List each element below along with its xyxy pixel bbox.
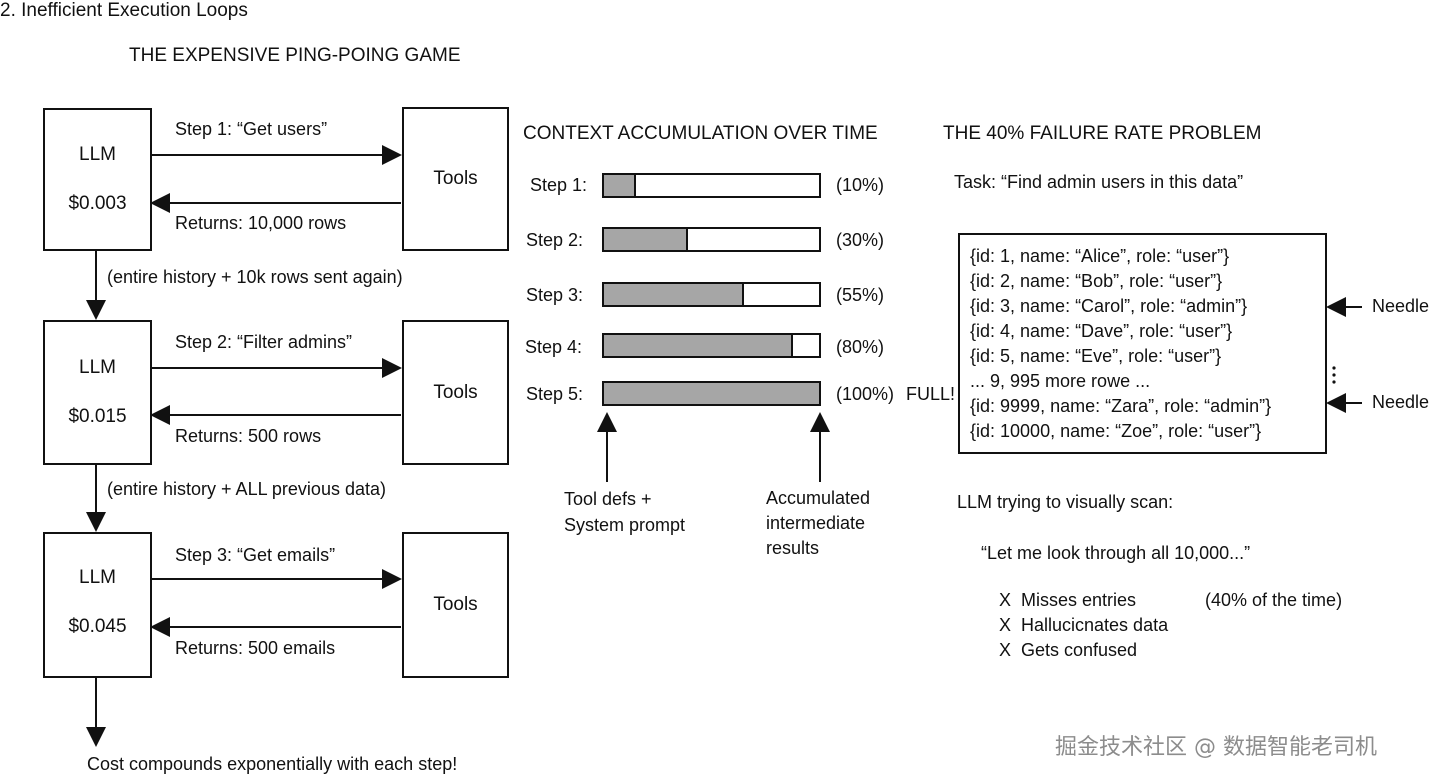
- failure-item: Gets confused: [1021, 640, 1138, 660]
- ellipsis-dot: [1332, 380, 1336, 384]
- record-line: ... 9, 995 more rowe ...: [970, 371, 1151, 391]
- failure-mark: X: [999, 640, 1012, 660]
- step-label: Step 1:: [530, 175, 588, 195]
- step-label: Step 3:: [526, 285, 584, 305]
- request-label-1: Step 1: “Get users”: [175, 119, 328, 139]
- context-fill: [604, 229, 688, 250]
- cost-footer: Cost compounds exponentially with each s…: [87, 754, 458, 774]
- annotation-line: Tool defs +: [564, 489, 652, 509]
- record-line: {id: 3, name: “Carol”, role: “admin”}: [970, 296, 1248, 316]
- tools-label: Tools: [433, 381, 478, 403]
- needle-label: Needle: [1372, 392, 1430, 412]
- task-label: Task: “Find admin users in this data”: [954, 172, 1244, 192]
- section-title: 2. Inefficient Execution Loops: [0, 0, 248, 21]
- failure-item: Misses entries: [1021, 590, 1137, 610]
- llm-box-1: LLM $0.003: [43, 108, 152, 251]
- step-label: Step 5:: [526, 384, 584, 404]
- context-fill: [604, 383, 819, 404]
- tools-label: Tools: [433, 168, 478, 189]
- context-fill: [604, 175, 637, 196]
- context-bar: [602, 381, 821, 406]
- annotation-line: intermediate: [766, 513, 866, 533]
- step-label: Step 4:: [525, 337, 583, 357]
- step-percent: (30%): [836, 230, 885, 250]
- record-line: {id: 5, name: “Eve”, role: “user”}: [970, 346, 1222, 366]
- returns-label-2: Returns: 500 rows: [175, 426, 322, 446]
- transition-label-1: (entire history + 10k rows sent again): [107, 267, 403, 287]
- step-label: Step 2:: [526, 230, 584, 250]
- returns-label-1: Returns: 10,000 rows: [175, 213, 347, 233]
- llm-label: LLM: [79, 567, 116, 588]
- tooldefs-annotation: Tool defs + System prompt: [564, 486, 685, 538]
- ellipsis-dot: [1332, 366, 1336, 370]
- step-percent: (55%): [836, 285, 885, 305]
- llm-box-2: LLM $0.015: [43, 320, 152, 465]
- failure-item: Hallucicnates data: [1021, 615, 1169, 635]
- returns-label-3: Returns: 500 emails: [175, 638, 336, 658]
- record-line: {id: 1, name: “Alice”, role: “user”}: [970, 246, 1230, 266]
- tools-box-3: Tools: [402, 532, 509, 678]
- game-title: THE EXPENSIVE PING-POING GAME: [129, 45, 461, 66]
- failure-mark: X: [999, 590, 1012, 610]
- needle-label: Needle: [1372, 296, 1430, 316]
- data-records-box: {id: 1, name: “Alice”, role: “user”} {id…: [958, 233, 1327, 454]
- context-title: CONTEXT ACCUMULATION OVER TIME: [523, 123, 878, 144]
- scan-heading: LLM trying to visually scan:: [957, 492, 1174, 512]
- llm-label: LLM: [79, 357, 116, 378]
- context-bar: [602, 227, 821, 252]
- tools-box-2: Tools: [402, 320, 509, 465]
- record-line: {id: 2, name: “Bob”, role: “user”}: [970, 271, 1223, 291]
- context-bar: [602, 173, 821, 198]
- step-percent: (100%): [836, 384, 895, 404]
- ellipsis-dot: [1332, 373, 1336, 377]
- llm-box-3: LLM $0.045: [43, 532, 152, 678]
- context-bar: [602, 282, 821, 307]
- annotation-line: System prompt: [564, 515, 686, 535]
- full-note: FULL!: [906, 384, 956, 404]
- request-label-2: Step 2: “Filter admins”: [175, 332, 353, 352]
- llm-label: LLM: [79, 144, 116, 165]
- record-line: {id: 10000, name: “Zoe”, role: “user”}: [970, 421, 1262, 441]
- llm-cost: $0.045: [68, 616, 127, 637]
- watermark: 掘金技术社区 @ 数据智能老司机: [1055, 735, 1377, 760]
- context-bar: [602, 333, 821, 358]
- tools-label: Tools: [433, 594, 478, 615]
- record-line: {id: 4, name: “Dave”, role: “user”}: [970, 321, 1233, 341]
- record-line: {id: 9999, name: “Zara”, role: “admin”}: [970, 396, 1272, 416]
- annotation-line: results: [766, 538, 820, 558]
- transition-label-2: (entire history + ALL previous data): [107, 479, 386, 499]
- failure-title: THE 40% FAILURE RATE PROBLEM: [943, 123, 1262, 144]
- llm-cost: $0.015: [68, 406, 127, 427]
- step-percent: (10%): [836, 175, 885, 195]
- context-fill: [604, 335, 794, 356]
- llm-cost: $0.003: [68, 193, 127, 214]
- scan-quote: “Let me look through all 10,000...”: [981, 543, 1251, 563]
- failure-note: (40% of the time): [1205, 590, 1343, 610]
- step-percent: (80%): [836, 337, 885, 357]
- accumulated-annotation: Accumulated intermediate results: [766, 486, 870, 561]
- request-label-3: Step 3: “Get emails”: [175, 545, 336, 565]
- tools-box-1: Tools: [402, 107, 509, 251]
- annotation-line: Accumulated: [766, 488, 871, 508]
- failure-mark: X: [999, 615, 1012, 635]
- context-fill: [604, 284, 744, 305]
